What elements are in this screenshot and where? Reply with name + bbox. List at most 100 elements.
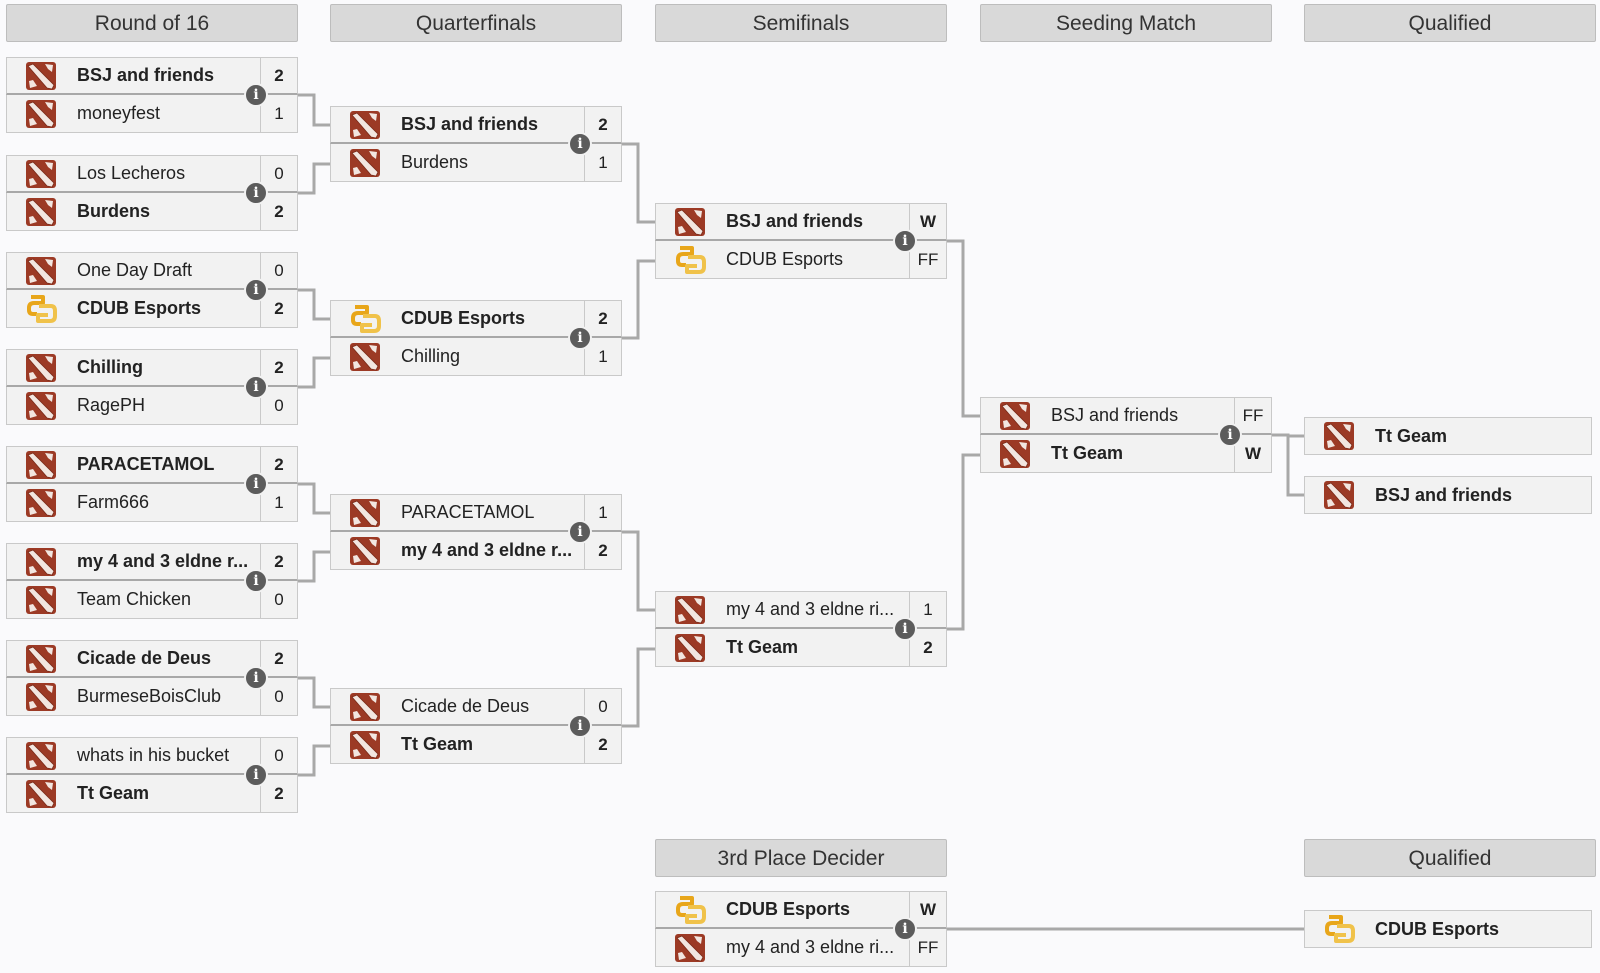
- team-name: Cicade de Deus: [401, 696, 530, 716]
- team-score: 2: [584, 726, 621, 763]
- info-icon[interactable]: i: [568, 132, 592, 156]
- team-logo-icon: [672, 245, 708, 275]
- info-icon[interactable]: i: [244, 181, 268, 205]
- dota-logo-icon: [350, 536, 380, 565]
- info-icon[interactable]: i: [244, 375, 268, 399]
- info-icon[interactable]: i: [893, 229, 917, 253]
- team-name: Tt Geam: [726, 637, 799, 657]
- team-score: 0: [260, 581, 297, 618]
- info-icon[interactable]: i: [244, 472, 268, 496]
- team-logo-icon: [347, 304, 383, 334]
- team-logo-icon: [23, 585, 59, 615]
- qualified-slot-1[interactable]: Tt Geam: [1304, 417, 1592, 455]
- team-score: W: [909, 892, 946, 927]
- cdub-logo-icon: [27, 294, 57, 323]
- connector-line: [298, 676, 330, 709]
- team-logo-icon: [23, 547, 59, 577]
- team-score: FF: [909, 241, 946, 278]
- info-icon[interactable]: i: [244, 569, 268, 593]
- team-logo-icon: [347, 148, 383, 178]
- cdub-logo-icon: [351, 304, 381, 333]
- dota-logo-icon: [1000, 401, 1030, 430]
- connector-line: [298, 356, 330, 389]
- qualified-team-name: BSJ and friends: [1375, 484, 1513, 505]
- header-qualified-third: Qualified: [1304, 839, 1596, 877]
- cdub-logo-icon: [676, 245, 706, 274]
- info-icon[interactable]: i: [244, 278, 268, 302]
- team-logo-icon: [23, 294, 59, 324]
- team-name: Tt Geam: [77, 783, 150, 803]
- team-name: moneyfest: [77, 103, 161, 123]
- header-round-of-16: Round of 16: [6, 4, 298, 42]
- team-score: 2: [260, 544, 297, 579]
- team-name: PARACETAMOL: [401, 502, 535, 522]
- info-icon[interactable]: i: [244, 666, 268, 690]
- team-score: 0: [260, 738, 297, 773]
- dota-logo-icon: [350, 498, 380, 527]
- dota-logo-icon: [350, 342, 380, 371]
- connector-line: [947, 239, 980, 418]
- team-logo-icon: [1321, 421, 1357, 451]
- info-icon[interactable]: i: [244, 763, 268, 787]
- dota-logo-icon: [26, 585, 56, 614]
- team-score: FF: [909, 929, 946, 966]
- team-name: Tt Geam: [1051, 443, 1124, 463]
- team-score: 2: [909, 629, 946, 666]
- dota-logo-icon: [26, 450, 56, 479]
- dota-logo-icon: [26, 644, 56, 673]
- team-row-top[interactable]: PARACETAMOL 1: [330, 494, 622, 532]
- connector-line: [298, 482, 330, 515]
- team-row-bottom[interactable]: CDUB Esports FF: [655, 241, 947, 279]
- qualified-slot-2[interactable]: BSJ and friends: [1304, 476, 1592, 514]
- team-logo-icon: [23, 450, 59, 480]
- team-name: Team Chicken: [77, 589, 192, 609]
- dota-logo-icon: [675, 595, 705, 624]
- info-icon[interactable]: i: [893, 617, 917, 641]
- dota-logo-icon: [26, 741, 56, 770]
- team-score: 2: [260, 290, 297, 327]
- team-logo-icon: [347, 692, 383, 722]
- info-icon[interactable]: i: [568, 326, 592, 350]
- info-icon[interactable]: i: [893, 917, 917, 941]
- team-score: 1: [909, 592, 946, 627]
- header-semifinals: Semifinals: [655, 4, 947, 42]
- info-icon[interactable]: i: [568, 714, 592, 738]
- team-score: 0: [260, 387, 297, 424]
- connector-line: [298, 93, 330, 127]
- team-logo-icon: [23, 159, 59, 189]
- dota-logo-icon: [26, 353, 56, 382]
- team-name: CDUB Esports: [726, 249, 844, 269]
- dota-logo-icon: [675, 207, 705, 236]
- info-icon[interactable]: i: [244, 83, 268, 107]
- team-row-bottom[interactable]: Team Chicken 0: [6, 581, 298, 619]
- cdub-logo-icon: [1325, 915, 1355, 943]
- dota-logo-icon: [350, 730, 380, 759]
- team-logo-icon: [23, 99, 59, 129]
- team-name: CDUB Esports: [77, 298, 202, 318]
- team-score: 2: [260, 193, 297, 230]
- qualified-third-slot[interactable]: CDUB Esports: [1304, 910, 1592, 948]
- team-logo-icon: [23, 779, 59, 809]
- info-icon[interactable]: i: [1218, 423, 1242, 447]
- team-name: Los Lecheros: [77, 163, 186, 183]
- info-icon[interactable]: i: [568, 520, 592, 544]
- team-name: my 4 and 3 eldne ri...: [726, 599, 895, 619]
- dota-logo-icon: [1324, 422, 1354, 450]
- dota-logo-icon: [26, 99, 56, 128]
- team-name: BSJ and friends: [401, 114, 539, 134]
- team-score: 2: [260, 58, 297, 93]
- team-logo-icon: [672, 933, 708, 963]
- team-score: 2: [260, 447, 297, 482]
- team-score: 0: [260, 253, 297, 288]
- team-score: 1: [584, 495, 621, 530]
- team-logo-icon: [23, 644, 59, 674]
